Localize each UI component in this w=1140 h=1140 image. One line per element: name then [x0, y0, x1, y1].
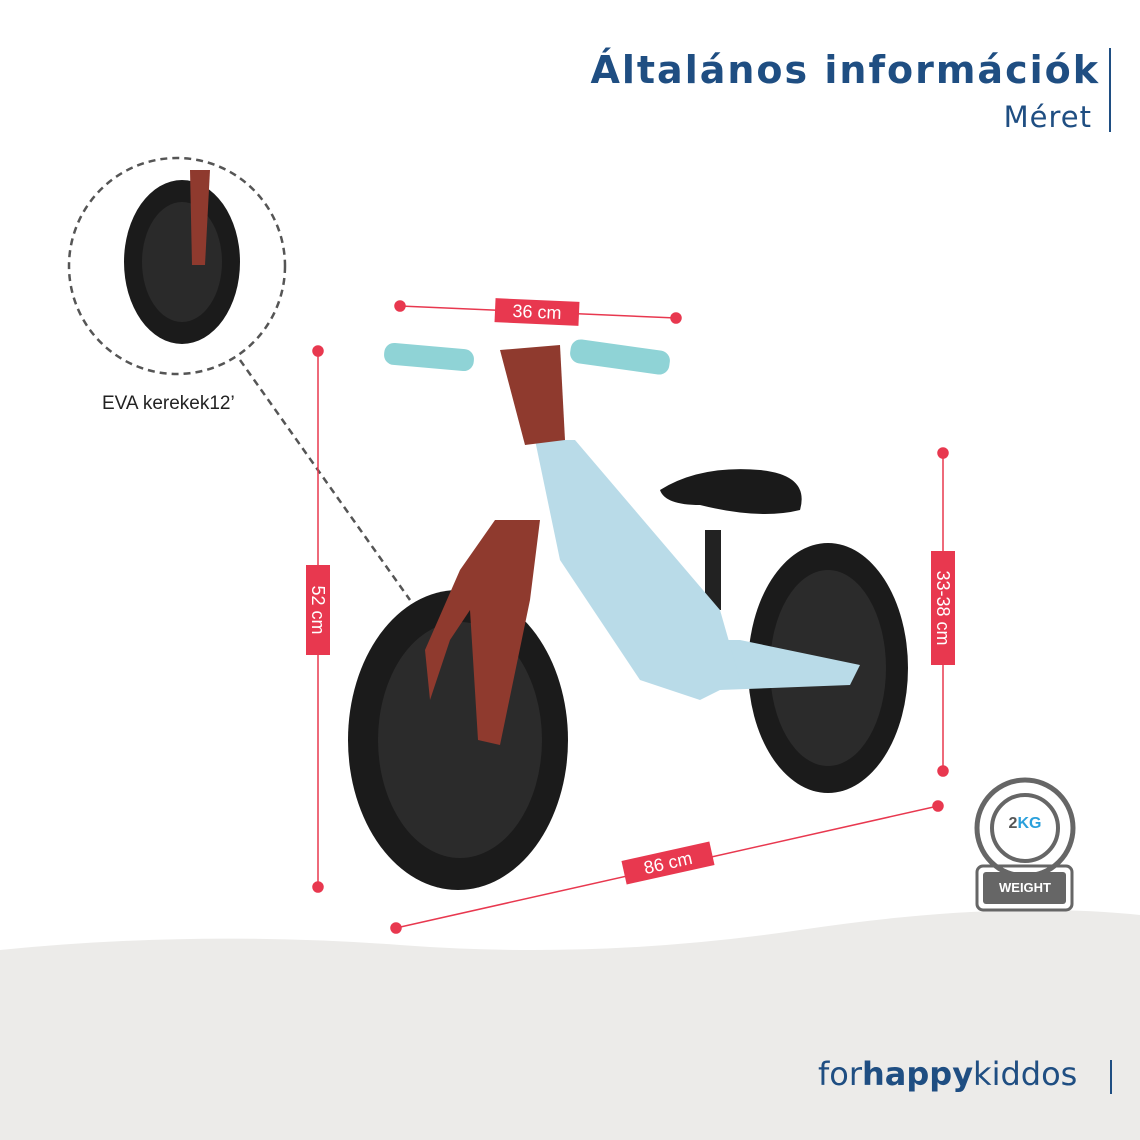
weight-value: 2KG [1008, 815, 1042, 832]
brand-logo: forhappykiddos [818, 1055, 1078, 1093]
weight-icon [974, 777, 1076, 912]
bottom-wave [0, 910, 1140, 1140]
page-title: Általános információk [590, 48, 1100, 92]
handlebar-width-label: 36 cm [494, 298, 580, 326]
balance-bike [348, 339, 908, 890]
handlebar-height-label: 52 cm [306, 565, 330, 655]
page-subtitle: Méret [1003, 100, 1092, 134]
wheel-callout-label: EVA kerekek12’ [102, 393, 235, 414]
wheel-callout-circle [67, 156, 287, 376]
weight-label: WEIGHT [999, 880, 1051, 895]
brand-divider [1110, 1060, 1112, 1094]
title-divider [1109, 48, 1111, 132]
weight-badge: 2KG WEIGHT [975, 780, 1075, 912]
seat-height-label: 33-38 cm [931, 551, 955, 665]
